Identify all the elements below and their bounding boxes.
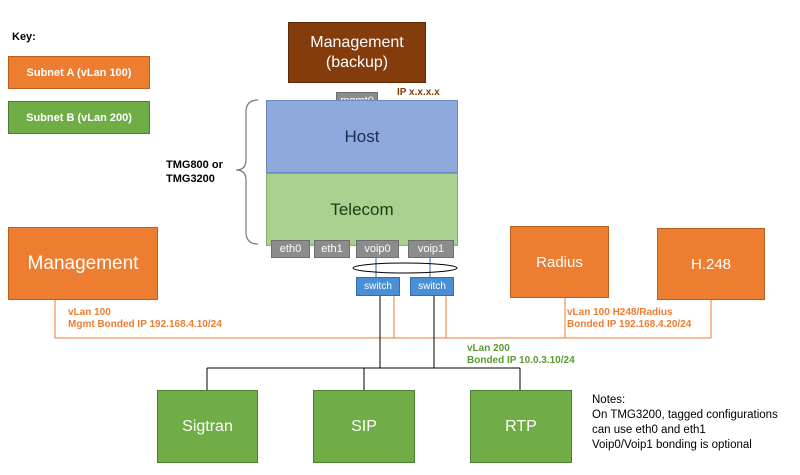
management-backup-box[interactable]: Management (backup) bbox=[288, 22, 426, 83]
mgmt-backup-ip: IP x.x.x.x bbox=[397, 87, 440, 98]
vlan200-label: vLan 200 bbox=[467, 343, 510, 354]
management-backup-line2: (backup) bbox=[325, 53, 389, 71]
key-title: Key: bbox=[12, 31, 36, 43]
port-eth1[interactable]: eth1 bbox=[314, 240, 350, 258]
port-voip1[interactable]: voip1 bbox=[408, 240, 454, 258]
sip-box[interactable]: SIP bbox=[313, 390, 415, 463]
key-subnet-b: Subnet B (vLan 200) bbox=[8, 101, 150, 134]
rtp-box[interactable]: RTP bbox=[470, 390, 572, 463]
key-subnet-a: Subnet A (vLan 100) bbox=[8, 56, 150, 89]
host-block[interactable]: Host bbox=[266, 100, 458, 173]
management-box[interactable]: Management bbox=[8, 227, 158, 300]
radius-box[interactable]: Radius bbox=[510, 226, 609, 298]
vlan200-ip-label: Bonded IP 10.0.3.10/24 bbox=[467, 355, 575, 366]
management-backup-line1: Management bbox=[310, 33, 404, 51]
port-eth0[interactable]: eth0 bbox=[271, 240, 310, 258]
device-model-line2: TMG3200 bbox=[166, 173, 215, 185]
telecom-block[interactable]: Telecom bbox=[266, 173, 458, 246]
notes-title: Notes: bbox=[592, 394, 626, 406]
notes-line2: can use eth0 and eth1 bbox=[592, 424, 706, 436]
management-ip-label: Mgmt Bonded IP 192.168.4.10/24 bbox=[68, 319, 222, 330]
switch-right[interactable]: switch bbox=[410, 277, 454, 296]
management-vlan-label: vLan 100 bbox=[68, 307, 111, 318]
port-voip0[interactable]: voip0 bbox=[356, 240, 399, 258]
notes-line3: Voip0/Voip1 bonding is optional bbox=[592, 439, 752, 451]
device-model-label: TMG800 or TMG3200 bbox=[166, 158, 223, 186]
right-vlan-label: vLan 100 H248/Radius bbox=[567, 307, 673, 318]
bond-ellipse bbox=[352, 262, 458, 274]
switch-left[interactable]: switch bbox=[356, 277, 400, 296]
device-model-line1: TMG800 or bbox=[166, 159, 223, 171]
sigtran-box[interactable]: Sigtran bbox=[157, 390, 258, 463]
notes-line1: On TMG3200, tagged configurations bbox=[592, 409, 778, 421]
right-ip-label: Bonded IP 192.168.4.20/24 bbox=[567, 319, 692, 330]
notes: Notes: On TMG3200, tagged configurations… bbox=[592, 393, 778, 453]
device-brace bbox=[235, 99, 259, 245]
h248-box[interactable]: H.248 bbox=[657, 228, 765, 300]
